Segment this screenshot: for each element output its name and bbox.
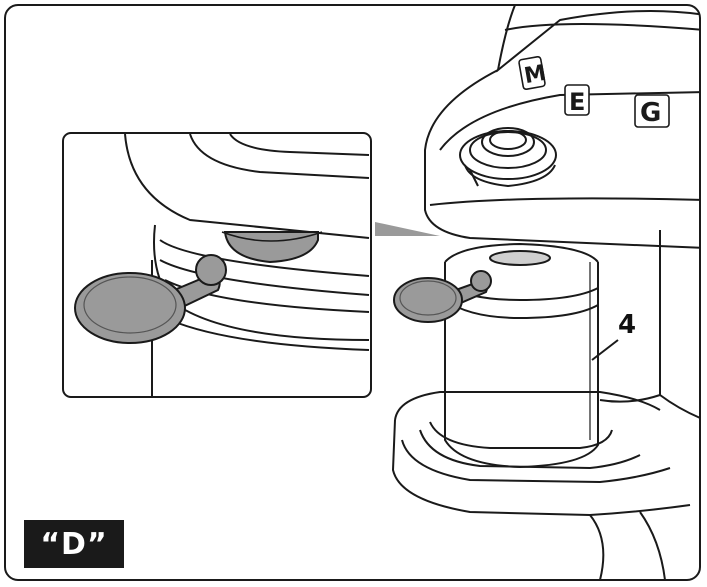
- view-label: “D”: [24, 520, 124, 568]
- grinder-top-body: [424, 5, 700, 249]
- detail-inset-content: [74, 134, 370, 396]
- brand-letter-text: M E G: [522, 61, 661, 128]
- callout-leader: [591, 339, 619, 361]
- lid-tab-main: [393, 270, 492, 323]
- brand-letter: G: [640, 98, 661, 128]
- grinder-base: [391, 391, 691, 580]
- brand-letter: M: [522, 61, 548, 89]
- brand-letter: E: [569, 88, 585, 116]
- coffee-container: [444, 242, 599, 469]
- grinder-side: [659, 230, 700, 421]
- control-knob: [459, 127, 557, 188]
- zoom-pointer: [375, 222, 440, 236]
- brand-letters: [518, 55, 670, 128]
- callout-number: 4: [618, 310, 637, 340]
